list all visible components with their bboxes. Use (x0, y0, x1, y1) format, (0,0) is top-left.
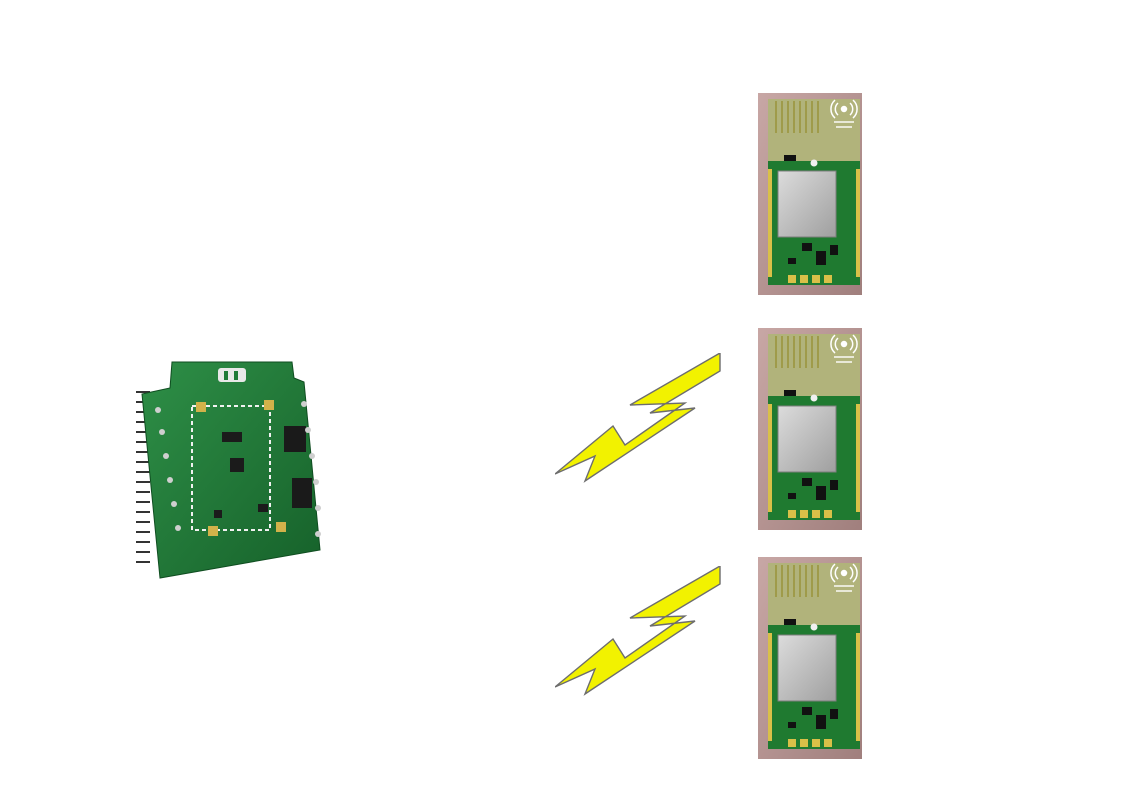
gateway-board-image (132, 360, 332, 580)
rf-module-3 (758, 557, 862, 759)
lightning-bolt-arrow-icon (555, 566, 723, 696)
rf-module-1 (758, 93, 862, 295)
lightning-bolt-arrow-icon (555, 353, 723, 483)
rf-module-2 (758, 328, 862, 530)
